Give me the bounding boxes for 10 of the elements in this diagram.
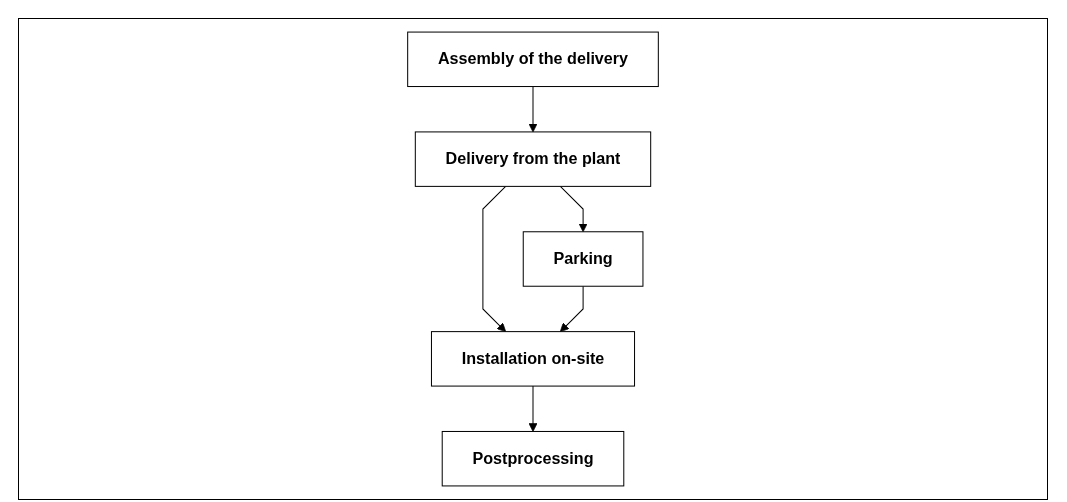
node-box: Installation on-site [430, 331, 636, 387]
arrow [528, 385, 538, 432]
node-box: Assembly of the delivery [407, 31, 659, 88]
node-box: Delivery from the plant [414, 131, 652, 187]
arrow [482, 185, 507, 332]
arrow [559, 185, 588, 233]
arrow [559, 285, 584, 332]
node-box: Postprocessing [441, 430, 625, 487]
arrow [528, 86, 538, 133]
node-box: Parking [522, 231, 644, 287]
